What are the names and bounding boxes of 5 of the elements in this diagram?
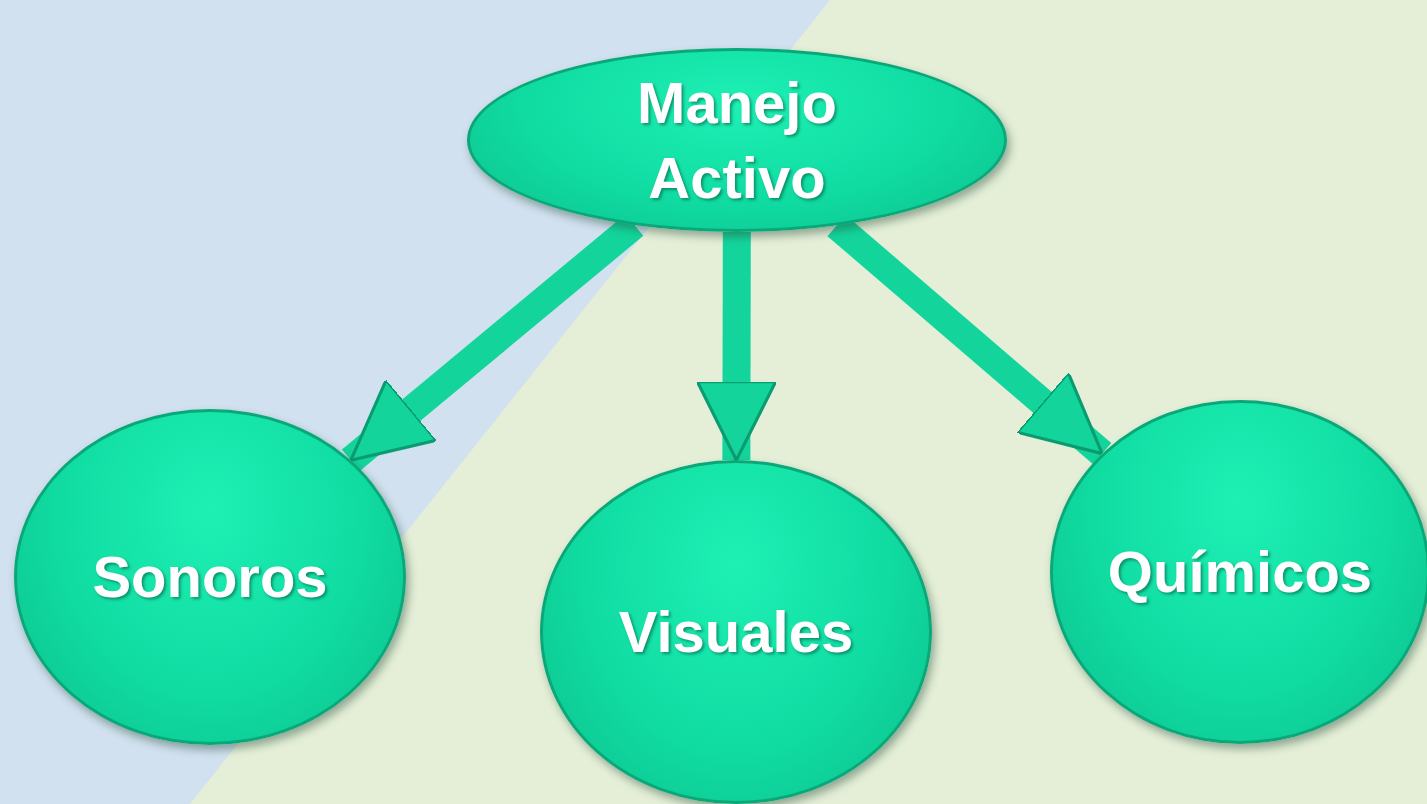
node-label: Químicos bbox=[1106, 538, 1374, 607]
node-label: Sonoros bbox=[91, 543, 329, 612]
node-label: Visuales bbox=[617, 598, 855, 667]
arrow bbox=[695, 232, 778, 462]
node-label: Manejo Activo bbox=[636, 68, 838, 212]
